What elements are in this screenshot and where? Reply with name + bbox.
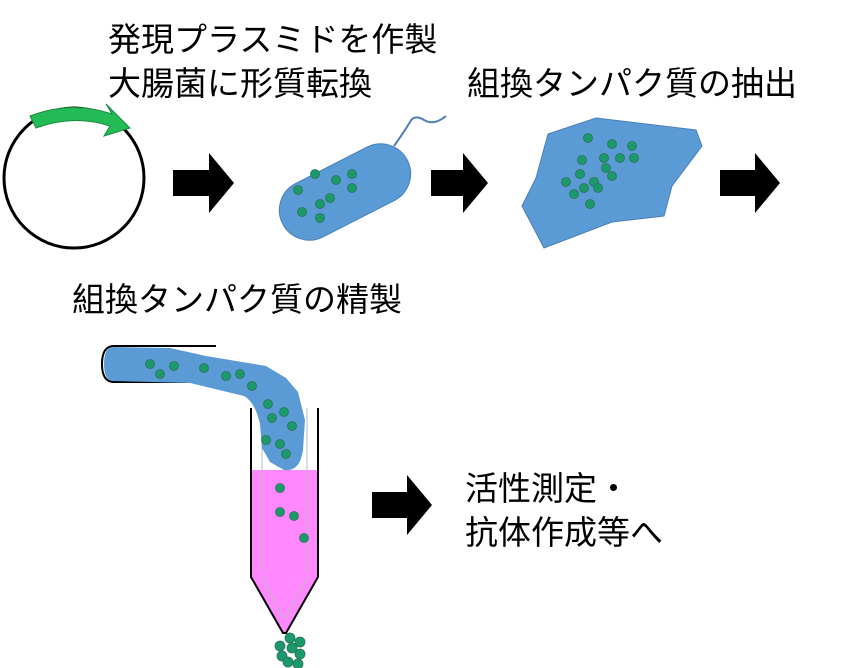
protein-dot — [585, 199, 595, 209]
bacterium-icon — [278, 115, 447, 241]
step2-label: 組換タンパク質の抽出 — [467, 64, 797, 103]
protein-dot — [577, 155, 587, 165]
step3-label: 組換タンパク質の精製 — [72, 280, 402, 319]
protein-dot — [627, 141, 637, 151]
column-outline — [250, 408, 319, 634]
protein-dot — [294, 636, 306, 648]
protein-dot — [569, 189, 579, 199]
protein-dot — [347, 183, 357, 193]
protein-dot — [263, 399, 273, 409]
protein-dot — [310, 169, 320, 179]
protein-dot — [629, 153, 639, 163]
protein-dot — [275, 439, 285, 449]
protein-dot — [583, 133, 593, 143]
protein-dot — [261, 435, 271, 445]
column-fill — [251, 470, 318, 632]
flow-arrow-icon — [372, 475, 432, 535]
protein-dot — [282, 656, 294, 668]
bound-protein-dots — [275, 483, 309, 543]
protein-dot — [286, 642, 298, 654]
protein-dot — [299, 533, 309, 543]
protein-dot — [284, 632, 296, 644]
step4-label-line2: 抗体作成等へ — [465, 513, 663, 552]
lysate-protein-dots — [561, 133, 639, 209]
protein-dot — [293, 185, 303, 195]
protein-dot — [297, 207, 307, 217]
protein-dot — [315, 199, 325, 209]
bacterium-body — [278, 143, 412, 241]
purification-column-icon — [100, 345, 319, 634]
protein-dot — [315, 213, 325, 223]
protein-dot — [331, 175, 341, 185]
protein-dot — [267, 413, 277, 423]
step1-label-line2: 大腸菌に形質転換 — [108, 64, 372, 103]
protein-dot — [292, 658, 304, 668]
protein-dot — [294, 648, 306, 660]
protein-dot — [325, 193, 335, 203]
protein-dot — [199, 363, 209, 373]
flow-arrow-icon — [431, 153, 488, 213]
protein-dot — [247, 381, 257, 391]
protein-dot — [593, 183, 603, 193]
eluted-protein-dots — [274, 632, 306, 668]
flow-arrow-icon — [173, 153, 234, 213]
protein-dot — [281, 449, 291, 459]
protein-dot — [275, 483, 285, 493]
bacterium-flagellum — [393, 115, 447, 147]
protein-dot — [279, 407, 289, 417]
protein-dot — [579, 183, 589, 193]
sample-flow — [104, 347, 305, 471]
protein-dot — [155, 369, 165, 379]
protein-dot — [607, 171, 617, 181]
protein-dot — [347, 169, 357, 179]
flow-arrow-icon — [720, 153, 780, 213]
sample-protein-dots — [145, 359, 297, 459]
protein-dot — [274, 640, 286, 652]
loading-tube — [100, 345, 216, 383]
protein-dot — [561, 177, 571, 187]
plasmid-insert — [29, 103, 131, 137]
protein-dot — [235, 369, 245, 379]
step4-label-line1: 活性測定・ — [465, 469, 630, 508]
protein-dot — [575, 169, 585, 179]
protein-dot — [145, 359, 155, 369]
lysate-icon — [521, 117, 703, 249]
protein-dot — [275, 507, 285, 517]
bacterium-protein-dots — [293, 169, 357, 223]
protein-dot — [607, 139, 617, 149]
step1-label-line1: 発現プラスミドを作製 — [108, 20, 438, 59]
protein-dot — [287, 421, 297, 431]
protein-dot — [601, 163, 611, 173]
protein-dot — [221, 371, 231, 381]
protein-dot — [599, 153, 609, 163]
protein-dot — [615, 153, 625, 163]
protein-dot — [169, 361, 179, 371]
protein-dot — [289, 511, 299, 521]
plasmid-icon — [2, 103, 146, 250]
